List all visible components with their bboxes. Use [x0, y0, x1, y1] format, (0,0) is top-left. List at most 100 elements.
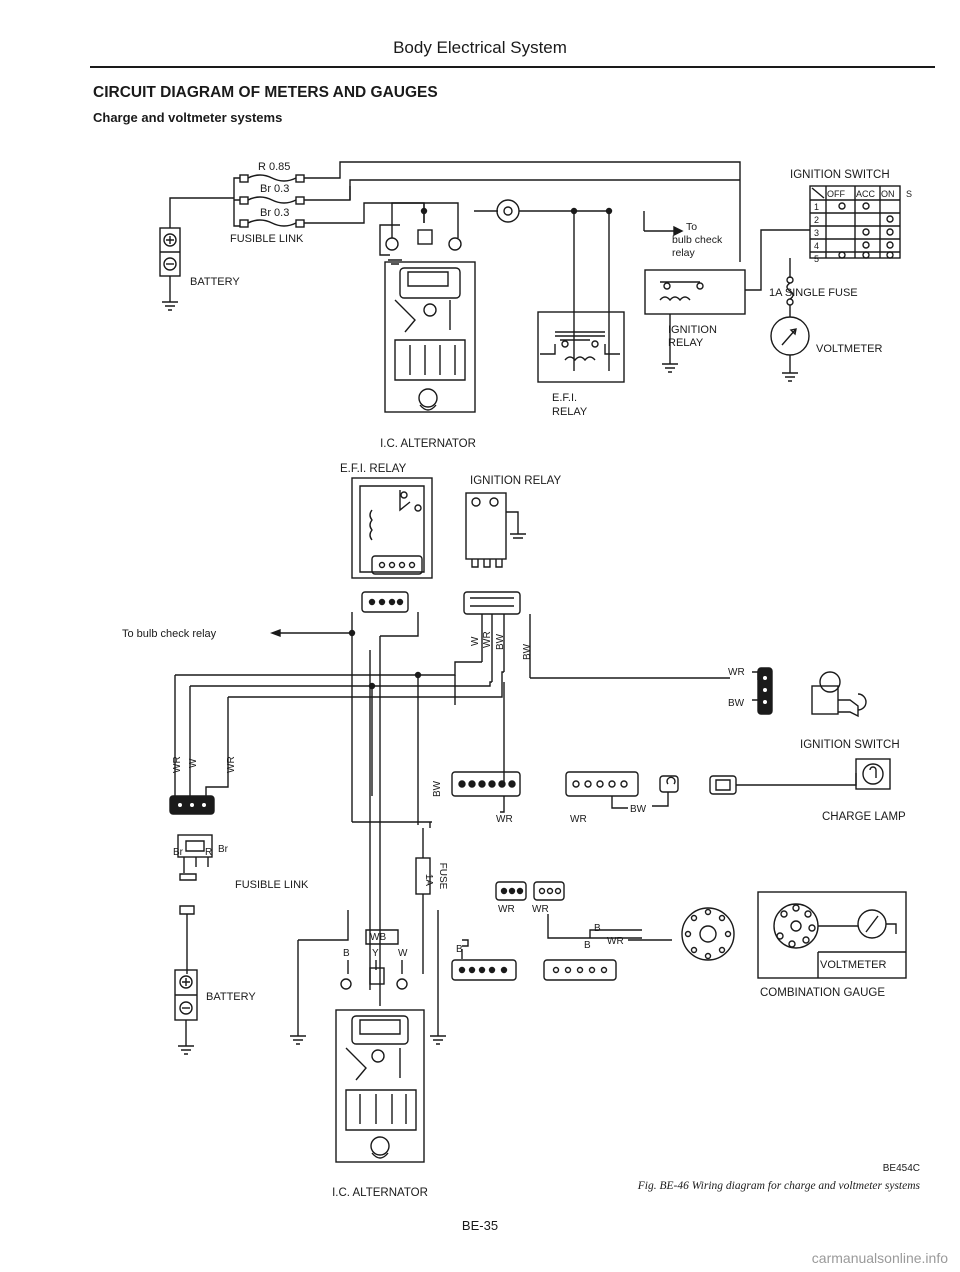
- document-code: BE454C: [882, 1163, 920, 1174]
- fl-wire-r: R: [205, 847, 212, 858]
- meter-plug-icon: [681, 907, 735, 961]
- voltmeter-label: VOLTMETER: [816, 343, 882, 355]
- efi-relay-lower-label: E.F.I. RELAY: [340, 463, 407, 475]
- gauge-connector-4: [543, 959, 617, 981]
- to-bulb-check-2: bulb check: [672, 234, 723, 246]
- charge-lamp-connector-icon: [709, 775, 737, 795]
- to-bulb-check-3: relay: [672, 247, 696, 259]
- relay-wire-wr: WR: [482, 631, 493, 648]
- watermark: carmanualsonline.info: [811, 1250, 948, 1266]
- relay-wire-bw-2: BW: [522, 643, 533, 660]
- fusible-link-icon: [233, 174, 305, 228]
- voltmeter-icon: [770, 305, 810, 382]
- gauge-connector-small: [495, 881, 565, 901]
- switch-row-3: 3: [814, 228, 819, 238]
- fuse-lower-label: FUSE: [437, 863, 448, 890]
- conn-wire-bw-2: BW: [630, 804, 647, 815]
- fuse-lower-icon: [415, 828, 431, 974]
- relay-wire-bw: BW: [495, 633, 506, 650]
- left-wire-wr: WR: [172, 756, 183, 773]
- battery-label: BATTERY: [190, 276, 240, 288]
- alt-wire-b: B: [343, 948, 350, 959]
- switch-header-s: S: [906, 189, 912, 199]
- to-bulb-check-lower: To bulb check relay: [122, 628, 217, 640]
- section-subtitle: Charge and voltmeter systems: [93, 110, 283, 125]
- conn-wire-b-3: B: [456, 944, 463, 955]
- ignition-key-icon: [811, 671, 867, 718]
- charge-lamp-label: CHARGE LAMP: [822, 811, 906, 823]
- harness-connector-1: [451, 771, 521, 797]
- switch-row-1: 1: [814, 202, 819, 212]
- combination-gauge-icon: [757, 891, 907, 979]
- page-number: BE-35: [461, 1218, 499, 1233]
- fl-wire-br-1: Br: [173, 847, 184, 858]
- ic-alternator-lower-icon: [335, 1009, 425, 1163]
- conn-wire-wr-5: WR: [607, 936, 624, 947]
- fusible-link-label-r085: R 0.85: [258, 161, 290, 173]
- alt-terminal-icons: [340, 960, 408, 990]
- gauge-connector-3: [451, 959, 517, 981]
- ignition-relay-label-2: RELAY: [668, 337, 704, 349]
- ignition-relay-icon: [644, 269, 746, 373]
- figure-caption: Fig. BE-46 Wiring diagram for charge and…: [637, 1180, 920, 1192]
- fuse-rating-label: 1A: [423, 874, 434, 887]
- ignition-switch-table: [809, 185, 901, 259]
- switch-wire-wr: WR: [728, 667, 745, 678]
- ignition-switch-lower-label: IGNITION SWITCH: [800, 739, 900, 751]
- ic-alternator-label: I.C. ALTERNATOR: [380, 438, 476, 450]
- fusible-link-label: FUSIBLE LINK: [230, 233, 304, 245]
- efi-relay-label-1: E.F.I.: [552, 392, 577, 404]
- alt-wire-wb: WB: [370, 932, 386, 943]
- charge-lamp-icon: [496, 199, 520, 223]
- ic-alternator-lower-label: I.C. ALTERNATOR: [332, 1187, 428, 1199]
- conn-wire-b-2: B: [584, 940, 591, 951]
- left-wire-w: W: [188, 758, 199, 768]
- conn-wire-wr-3: WR: [498, 904, 515, 915]
- switch-header-off: OFF: [827, 189, 845, 199]
- switch-header-on: ON: [881, 189, 895, 199]
- conn-wire-bw: BW: [432, 780, 443, 797]
- efi-relay-lower-icon: [351, 477, 433, 613]
- left-connector-icon: [169, 795, 215, 815]
- conn-wire-wr-2: WR: [570, 814, 587, 825]
- fusible-link-lower-label: FUSIBLE LINK: [235, 879, 309, 891]
- alt-wire-y: Y: [372, 948, 379, 959]
- single-fuse-icon: [786, 276, 794, 306]
- switch-row-2: 2: [814, 215, 819, 225]
- upper-diagram: R 0.85 Br 0.3 Br 0.3 FUSIBLE LINK BATTER…: [159, 161, 912, 450]
- switch-wire-bw: BW: [728, 698, 745, 709]
- header-rule: [90, 66, 935, 68]
- to-bulb-check-1: To: [686, 221, 697, 233]
- conn-wire-wr-4: WR: [532, 904, 549, 915]
- section-title: CIRCUIT DIAGRAM OF METERS AND GAUGES: [93, 84, 438, 101]
- alt-wire-w: W: [398, 948, 408, 959]
- switch-header-acc: ACC: [856, 189, 876, 199]
- ignition-relay-lower-icon: [463, 492, 526, 615]
- fuse-holder-icon: [179, 905, 195, 974]
- efi-relay-label-2: RELAY: [552, 406, 588, 418]
- lower-diagram: E.F.I. RELAY IGNITION RELAY W WR BW BW: [122, 463, 907, 1199]
- charge-lamp-bulb-icon: [659, 775, 679, 793]
- fusible-link-label-br03-b: Br 0.3: [260, 207, 289, 219]
- fl-wire-br-2: Br: [218, 844, 229, 855]
- single-fuse-label: 1A SINGLE FUSE: [769, 287, 858, 299]
- battery-lower-icon: [174, 969, 198, 1055]
- battery-lower-label: BATTERY: [206, 991, 256, 1003]
- ic-alternator-icon: [384, 202, 476, 413]
- harness-connector-2: [565, 771, 639, 797]
- ignition-relay-lower-label: IGNITION RELAY: [470, 475, 561, 487]
- voltmeter-lower-label: VOLTMETER: [820, 959, 886, 971]
- conn-wire-b: B: [594, 923, 601, 934]
- switch-row-5: 5: [814, 254, 819, 264]
- conn-wire-wr: WR: [496, 814, 513, 825]
- efi-relay-icon: [537, 311, 625, 383]
- charge-lamp-lower-icon: [855, 758, 891, 790]
- battery-icon: [159, 227, 181, 311]
- fusible-link-lower-icon: [177, 834, 213, 881]
- combination-gauge-label: COMBINATION GAUGE: [760, 987, 885, 999]
- switch-row-4: 4: [814, 241, 819, 251]
- fusible-link-label-br03-a: Br 0.3: [260, 183, 289, 195]
- ignition-switch-connector-icon: [757, 667, 773, 715]
- relay-wire-w: W: [470, 636, 481, 646]
